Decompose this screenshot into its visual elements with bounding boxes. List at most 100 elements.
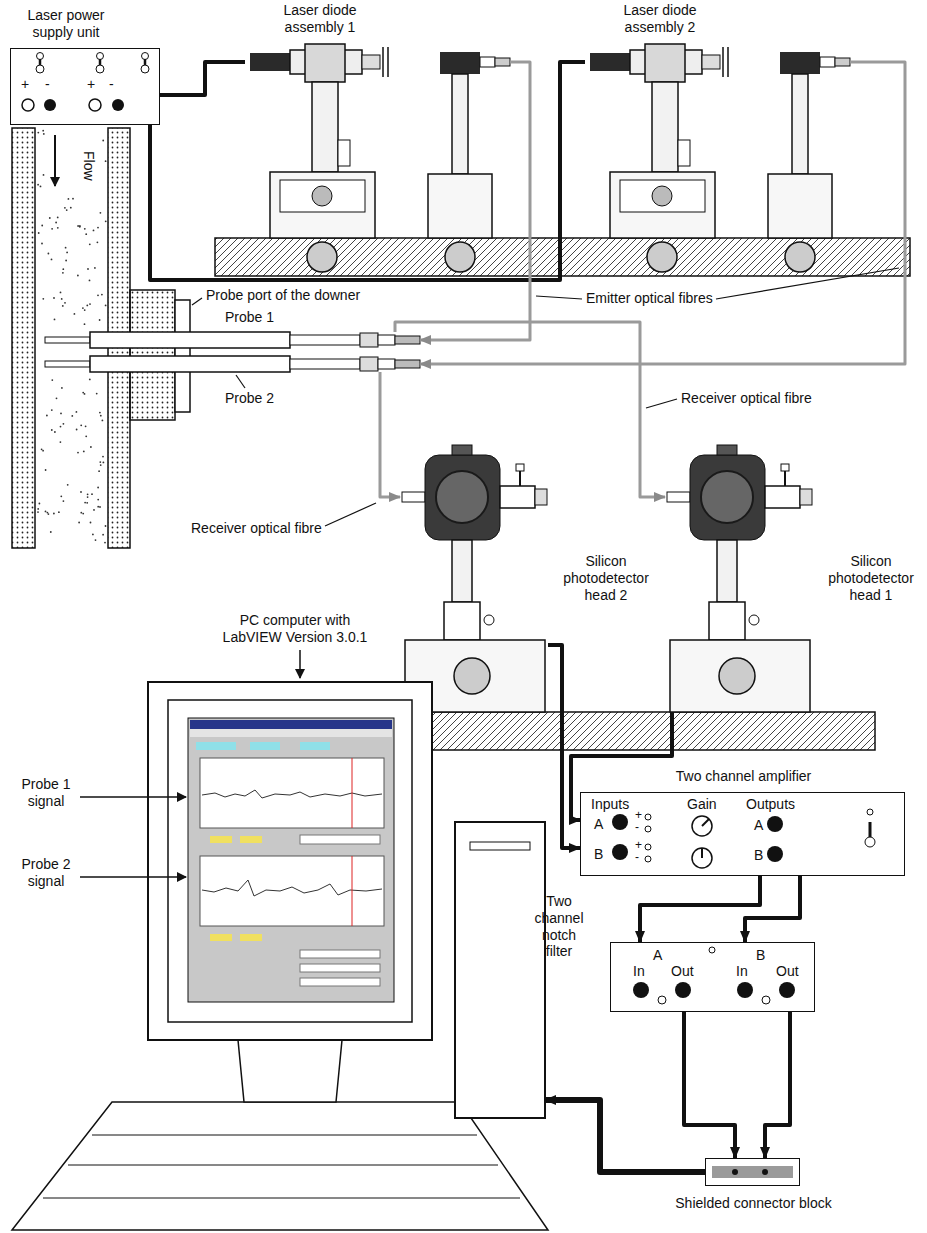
particle-dots [78, 522, 80, 524]
probe: Probe 1 [90, 332, 420, 348]
particle-dots [102, 420, 104, 422]
particle-dots [53, 297, 55, 299]
signal-cable [765, 1012, 790, 1158]
particle-dots [50, 531, 52, 533]
notch-filter-terminals [709, 947, 715, 953]
particle-dots [97, 506, 99, 508]
part-text: Inputs [591, 796, 629, 813]
particle-dots [93, 509, 95, 511]
amplifier-controls [701, 848, 703, 858]
computer [196, 742, 236, 750]
particle-dots [100, 212, 102, 214]
amplifier-controls [645, 844, 651, 850]
laser-stand [495, 58, 510, 66]
photodetector-stand [452, 540, 472, 602]
probe-tube [395, 360, 420, 368]
laser-stand [250, 53, 290, 71]
probe: Probe 2 [90, 356, 420, 372]
photodetector-stand [452, 445, 472, 455]
photodetector-head: Silicon photodetector head 2 [400, 440, 548, 712]
amplifier-controls [865, 837, 875, 847]
notch-filter-box: Two channel notch filterABInOutInOut [610, 942, 815, 1012]
particle-dots [103, 462, 105, 464]
downer [12, 128, 35, 548]
particle-dots [102, 534, 104, 536]
optical-fibre [420, 62, 530, 340]
connector-block-details [762, 1169, 768, 1175]
power-supply-details [97, 53, 104, 60]
particle-dots [48, 513, 50, 515]
part-text: B [754, 847, 763, 864]
annotation-label: + [634, 809, 643, 821]
computer [92, 1135, 477, 1136]
particle-dots [100, 464, 102, 466]
signal-cable [745, 876, 800, 942]
optical-fibre [395, 322, 665, 497]
downer [130, 290, 175, 420]
particle-dots [41, 243, 43, 245]
particle-dots [97, 294, 99, 296]
particle-dots [51, 379, 53, 381]
particle-dots [53, 513, 55, 515]
particle-dots [86, 305, 88, 307]
laser-stand [312, 186, 332, 206]
particle-dots [49, 217, 51, 219]
particle-dots [66, 252, 68, 254]
power-supply-details [89, 99, 101, 111]
particle-dots [89, 243, 91, 245]
computer [200, 856, 384, 926]
computer [202, 880, 382, 896]
notch-filter-terminals [675, 982, 691, 998]
photodetector-stand [444, 602, 480, 640]
particle-dots [48, 253, 50, 255]
particle-dots [92, 534, 94, 536]
connector-block-details [712, 1166, 793, 1178]
laser-stand [382, 47, 384, 77]
particle-dots [84, 393, 86, 395]
part-label: Two channel amplifier [581, 768, 906, 785]
computer [238, 1040, 342, 1102]
particle-dots [84, 502, 86, 504]
computer [352, 856, 353, 926]
connector-block-details [732, 1169, 738, 1175]
amplifier-controls [645, 826, 651, 832]
particle-dots [62, 272, 64, 274]
laser-stand [428, 174, 492, 238]
particle-dots [64, 207, 66, 209]
particle-dots [60, 426, 62, 428]
computer [240, 934, 262, 941]
particle-dots [76, 429, 78, 431]
particle-dots [43, 174, 45, 176]
power-supply-unit: Laser power supply unit [10, 48, 160, 125]
particle-dots [89, 280, 91, 282]
particle-dots [82, 513, 84, 515]
particle-dots [40, 186, 42, 188]
particle-dots [101, 294, 103, 296]
amplifier-controls [692, 816, 712, 836]
particle-dots [63, 423, 65, 425]
photodetector-stand [425, 455, 500, 540]
amplifier-controls [869, 822, 872, 838]
amplifier-controls [702, 819, 709, 826]
probe-tube [290, 335, 360, 345]
part-text: In [736, 963, 748, 980]
particle-dots [47, 512, 49, 514]
photodetector-stand [402, 445, 547, 712]
part-text: B [594, 846, 603, 863]
amplifier-controls [645, 814, 651, 820]
particle-dots [105, 525, 107, 527]
leader-lines [716, 268, 899, 299]
particle-dots [85, 435, 87, 437]
computer [210, 934, 232, 941]
amplifier-controls [867, 809, 873, 815]
notch-filter-terminals [633, 982, 649, 998]
particle-dots [62, 268, 64, 270]
annotation-label: Probe port of the downer [205, 287, 361, 304]
particle-dots [42, 298, 44, 300]
annotation-label: Flow [80, 150, 97, 182]
downer [54, 135, 56, 186]
particle-dots [105, 305, 107, 307]
amplifier-controls [612, 844, 628, 860]
part-label: Laser diode assembly 1 [260, 2, 380, 36]
